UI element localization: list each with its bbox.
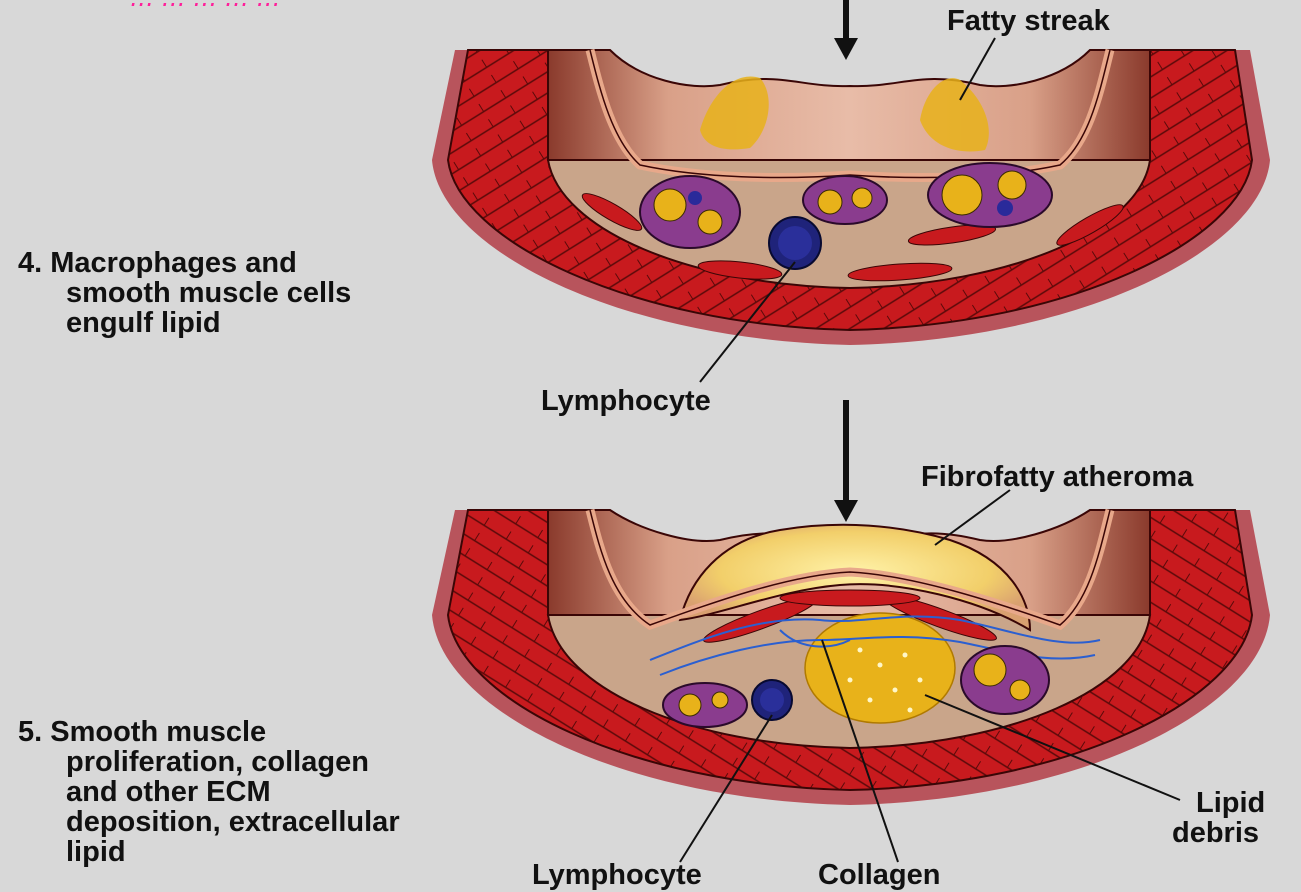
handwritten-note: … … … … … xyxy=(130,0,281,12)
macrophage xyxy=(928,163,1052,227)
callout-lipid-debris-line-1: Lipid xyxy=(1196,787,1265,819)
step-5-line-2: proliferation, collagen xyxy=(66,746,369,778)
step-4-line-1: 4. Macrophages and xyxy=(18,247,297,279)
step-4-line-2: smooth muscle cells xyxy=(66,277,351,309)
callout-lipid-debris-line-2: debris xyxy=(1172,817,1259,849)
vessel-stage-5 xyxy=(432,490,1270,862)
callout-fibrofatty-atheroma: Fibrofatty atheroma xyxy=(921,461,1194,493)
step-4-caption: 4. Macrophages and smooth muscle cells e… xyxy=(18,247,351,339)
macrophage xyxy=(640,176,740,248)
lymphocyte xyxy=(752,680,792,720)
lipid-core xyxy=(805,613,955,723)
macrophage xyxy=(961,646,1049,714)
callout-collagen: Collagen xyxy=(818,859,940,891)
arrow-down-icon xyxy=(834,400,858,522)
arrow-down-icon xyxy=(834,0,858,60)
lymphocyte xyxy=(769,217,821,269)
step-5-line-4: deposition, extracellular xyxy=(66,806,400,838)
macrophage xyxy=(663,683,747,727)
lumen-wall xyxy=(548,50,1150,160)
step-4-line-3: engulf lipid xyxy=(66,307,221,339)
step-5-line-1: 5. Smooth muscle xyxy=(18,716,266,748)
macrophage xyxy=(803,176,887,224)
step-5-line-3: and other ECM xyxy=(66,776,271,808)
step-5-caption: 5. Smooth muscle proliferation, collagen… xyxy=(18,716,400,868)
vessel-stage-4 xyxy=(432,38,1270,382)
callout-lymphocyte: Lymphocyte xyxy=(532,859,702,891)
callout-fatty-streak: Fatty streak xyxy=(947,5,1111,37)
callout-lymphocyte: Lymphocyte xyxy=(541,385,711,417)
step-5-line-5: lipid xyxy=(66,836,126,868)
